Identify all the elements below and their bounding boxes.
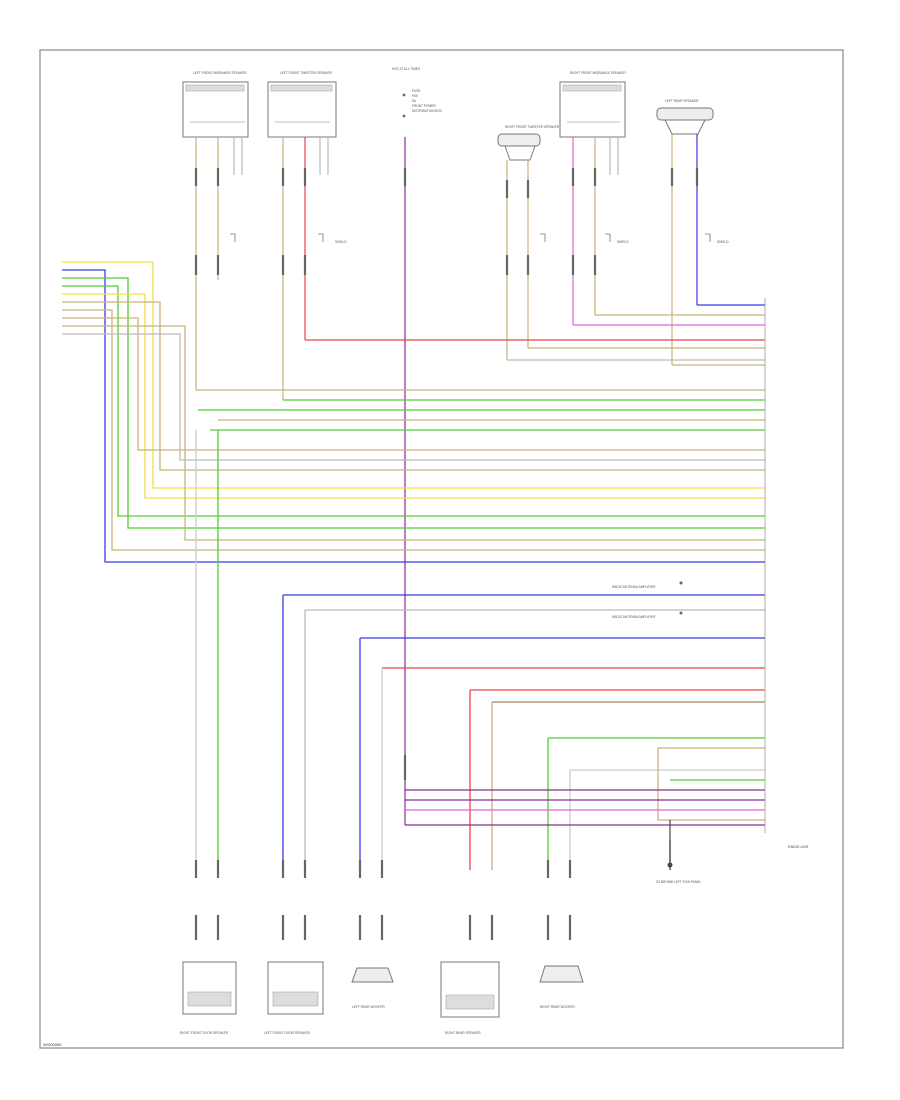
bottom-component-3: LEFT REAR WOOFER bbox=[351, 967, 394, 1009]
fuse-top: HOT AT ALL TIMES FUSE F65 5A FRONT POWER… bbox=[392, 67, 443, 118]
top-component-5: LEFT REAR SPEAKER bbox=[656, 99, 714, 135]
svg-text:SHIELD: SHIELD bbox=[717, 240, 729, 244]
component-label: LEFT REAR SPEAKER bbox=[665, 99, 699, 103]
ground-symbol: G2 BEHIND LEFT KICK PANEL bbox=[656, 820, 701, 884]
svg-text:RIGHT REAR SPEAKER: RIGHT REAR SPEAKER bbox=[445, 1031, 481, 1035]
bottom-component-2: LEFT FRONT DOOR SPEAKER bbox=[264, 961, 324, 1035]
top-wires bbox=[195, 134, 698, 825]
svg-text:FUSE: FUSE bbox=[412, 89, 421, 93]
left-bundle bbox=[62, 261, 765, 563]
connector-marks-top bbox=[194, 168, 699, 780]
top-component-2: LEFT FRONT TWEETER SPEAKER bbox=[267, 71, 337, 138]
svg-text:F65: F65 bbox=[412, 94, 418, 98]
ground-label: G2 BEHIND LEFT KICK PANEL bbox=[656, 880, 701, 884]
svg-text:FRONT POWER: FRONT POWER bbox=[412, 104, 437, 108]
svg-text:RADIO ANTENNA AMPLIFIER: RADIO ANTENNA AMPLIFIER bbox=[612, 615, 656, 619]
radio-module: RADIO UNIT bbox=[764, 298, 810, 849]
svg-text:RIGHT FRONT DOOR SPEAKER: RIGHT FRONT DOOR SPEAKER bbox=[180, 1031, 229, 1035]
component-label: RIGHT FRONT MIDRANGE SPEAKER bbox=[570, 71, 626, 75]
module-label: RADIO UNIT bbox=[788, 845, 810, 849]
upper-bus bbox=[196, 304, 765, 431]
svg-text:RADIO ANTENNA AMPLIFIER: RADIO ANTENNA AMPLIFIER bbox=[612, 585, 656, 589]
bottom-component-4: RIGHT REAR SPEAKER bbox=[440, 961, 500, 1035]
diagram-frame bbox=[39, 49, 844, 1049]
svg-text:LEFT REAR WOOFER: LEFT REAR WOOFER bbox=[352, 1005, 385, 1009]
connector-marks-bottom bbox=[194, 860, 572, 940]
lower-bus bbox=[195, 430, 765, 870]
svg-text:RIGHT REAR WOOFER: RIGHT REAR WOOFER bbox=[540, 1005, 576, 1009]
svg-text:5A: 5A bbox=[412, 99, 417, 103]
svg-text:LEFT FRONT DOOR SPEAKER: LEFT FRONT DOOR SPEAKER bbox=[264, 1031, 311, 1035]
top-component-4: RIGHT FRONT MIDRANGE SPEAKER bbox=[559, 71, 626, 138]
component-label: LEFT FRONT MIDRANGE SPEAKER bbox=[193, 71, 247, 75]
antenna-notes: RADIO ANTENNA AMPLIFIER RADIO ANTENNA AM… bbox=[612, 581, 683, 619]
footer-code: W/Z00000 bbox=[43, 1042, 62, 1047]
shield-marks: SHIELD SHIELD SHIELD bbox=[230, 233, 729, 244]
bottom-component-1: RIGHT FRONT DOOR SPEAKER bbox=[180, 961, 237, 1035]
component-label: LEFT FRONT TWEETER SPEAKER bbox=[280, 71, 333, 75]
bottom-component-5: RIGHT REAR WOOFER bbox=[539, 965, 584, 1009]
component-label: RIGHT FRONT TWEETER SPEAKER bbox=[505, 125, 560, 129]
top-component-3: RIGHT FRONT TWEETER SPEAKER bbox=[497, 125, 560, 161]
svg-text:SHIELD: SHIELD bbox=[335, 240, 347, 244]
top-note: HOT AT ALL TIMES bbox=[392, 67, 420, 71]
svg-text:DISTRIBUTION BOX: DISTRIBUTION BOX bbox=[412, 109, 443, 113]
top-component-1: LEFT FRONT MIDRANGE SPEAKER bbox=[182, 71, 249, 138]
svg-text:SHIELD: SHIELD bbox=[617, 240, 629, 244]
